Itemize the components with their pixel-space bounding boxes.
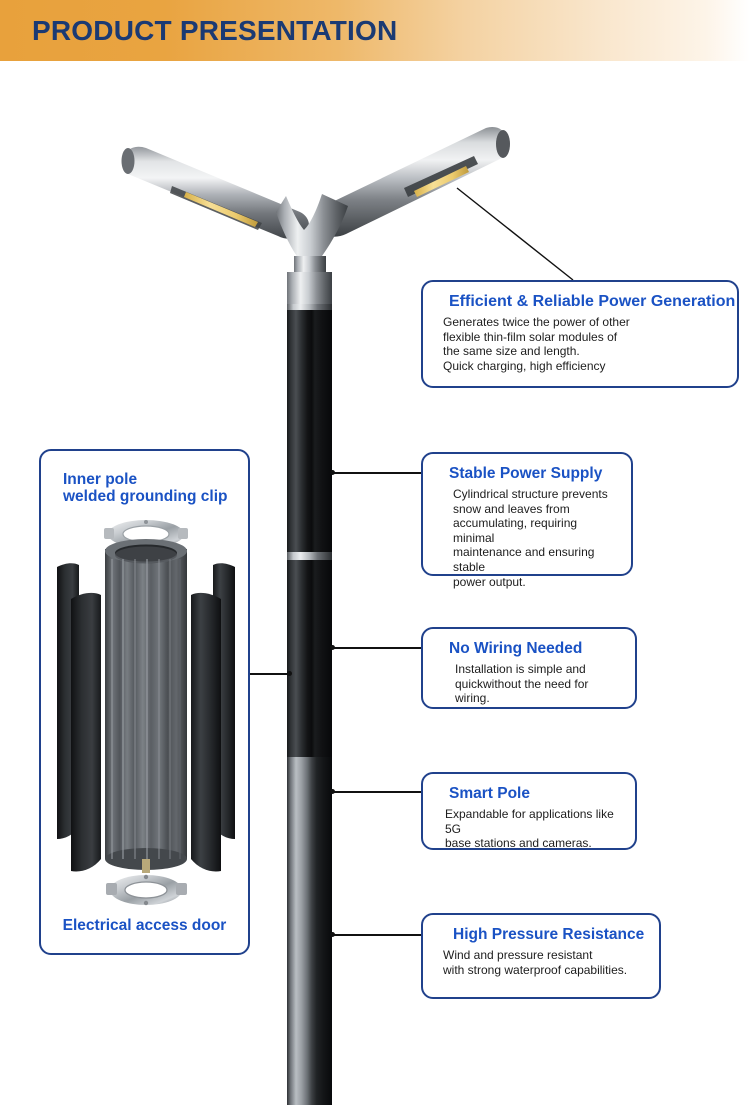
lamp-arm-left [121,146,309,239]
callout-title: High Pressure Resistance [453,926,645,943]
pole-joint-mid [287,552,332,561]
leader-line-power [456,187,574,281]
leader-line-wiring [332,647,421,649]
callout-high-pressure-resistance[interactable]: High Pressure Resistance Wind and pressu… [421,913,661,999]
pole-neck [276,194,348,338]
leader-line-smart [332,791,421,793]
solar-petal-right [191,592,221,872]
lamp-arm-right [313,126,510,237]
callout-title: Stable Power Supply [449,465,603,482]
pole-upper-silver [287,272,332,310]
panel-inner-pole-exploded-view[interactable]: Inner pole welded grounding clip [39,449,250,955]
callout-no-wiring-needed[interactable]: No Wiring Needed Installation is simple … [421,627,637,709]
panel-caption: Electrical access door [62,917,227,934]
callout-title: No Wiring Needed [449,640,583,657]
leader-dot-smart [330,789,335,794]
callout-smart-pole[interactable]: Smart Pole Expandable for applications l… [421,772,637,850]
leader-line-inner-pole [250,673,290,675]
pole-lower-silver [287,757,332,1105]
callout-body: Generates twice the power of other flexi… [443,315,630,373]
solar-petal-left [71,592,101,872]
electrical-access-door-flange [106,859,187,906]
callout-body: Expandable for applications like 5G base… [445,807,614,851]
callout-title: Smart Pole [449,785,530,802]
callout-body: Wind and pressure resistant with strong … [443,948,628,977]
exploded-pole-illustration [57,520,235,906]
leader-dot-inner-pole [287,671,292,676]
callout-title: Efficient & Reliable Power Generation [449,293,736,310]
callout-efficient-reliable-power-generation[interactable]: Efficient & Reliable Power Generation Ge… [421,280,739,388]
leader-dot-wiring [330,645,335,650]
page-title: PRODUCT PRESENTATION [32,15,398,46]
leader-line-stable [332,472,421,474]
panel-title: Inner pole welded grounding clip [63,471,228,505]
pole-joint-upper [287,304,332,311]
leader-dot-pressure [330,932,335,937]
callout-stable-power-supply[interactable]: Stable Power Supply Cylindrical structur… [421,452,633,589]
leader-dot-stable [330,470,335,475]
header-band [0,0,750,61]
pole-solar-section-2 [287,560,332,760]
callout-body: Cylindrical structure prevents snow and … [453,487,608,589]
pole-solar-section-1 [287,310,332,555]
leader-line-pressure [332,934,421,936]
callout-body: Installation is simple and quickwithout … [455,662,589,706]
inner-fluted-pole [105,539,187,870]
